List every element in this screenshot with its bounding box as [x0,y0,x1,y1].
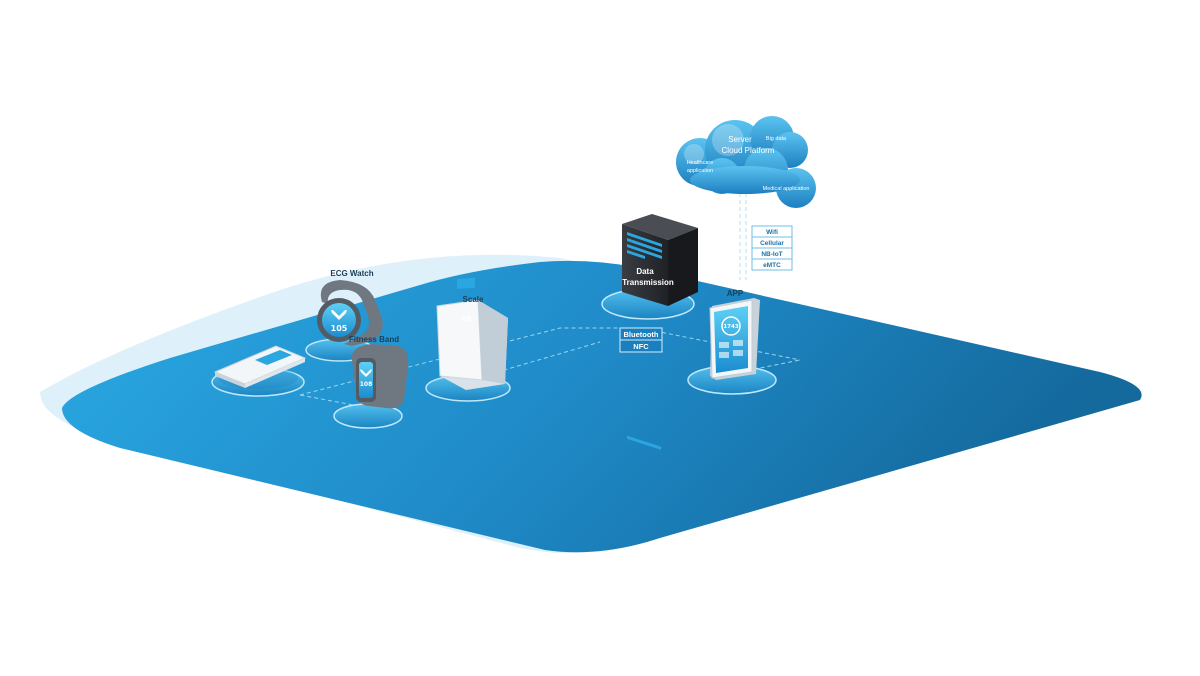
ecg-watch-label: ECG Watch [330,269,373,278]
healthcare-line2: application [687,168,713,174]
scale-label: Scale [463,295,484,304]
medical-application-label: Medical application [763,186,810,192]
protocol-wifi: Wifi [766,229,778,236]
cloud-title-line2: Cloud Platform [722,146,775,155]
bp-monitor-device [211,345,307,397]
app-label: APP [727,289,744,298]
server-label-line1: Data [636,267,654,276]
fitness-band-device: 108 [333,344,409,429]
scale-reading: 68 [461,315,471,323]
app-phone-device: 1743 [687,298,777,395]
cloud-platform: Server Cloud Platform Healthcare applica… [676,116,816,208]
protocol-cellular: Cellular [760,240,784,247]
network-protocols: Wifi Cellular NB-IoT eMTC [751,225,793,271]
heart-icon [331,309,347,320]
server-device: Data Transmission [601,214,698,450]
ecg-watch-device: 105 [305,280,383,362]
scale-device: 68 [425,277,511,402]
cloud-title-line1: Server [728,135,752,144]
fitness-band-label: Fitness Band [349,335,399,344]
short-range-protocols: Bluetooth NFC [619,327,663,353]
protocol-emtc: eMTC [763,262,781,269]
ecg-reading: 105 [331,324,348,333]
healthcare-line1: Healthcare [687,160,714,166]
app-reading: 1743 [723,324,738,330]
server-label-line2: Transmission [622,278,674,287]
band-reading: 108 [360,381,373,388]
protocol-bluetooth: Bluetooth [624,330,659,339]
protocol-nfc: NFC [633,342,649,351]
protocol-nbiot: NB-IoT [761,251,782,258]
heart-icon-band [360,369,372,377]
big-data-label: Big data [766,136,787,142]
